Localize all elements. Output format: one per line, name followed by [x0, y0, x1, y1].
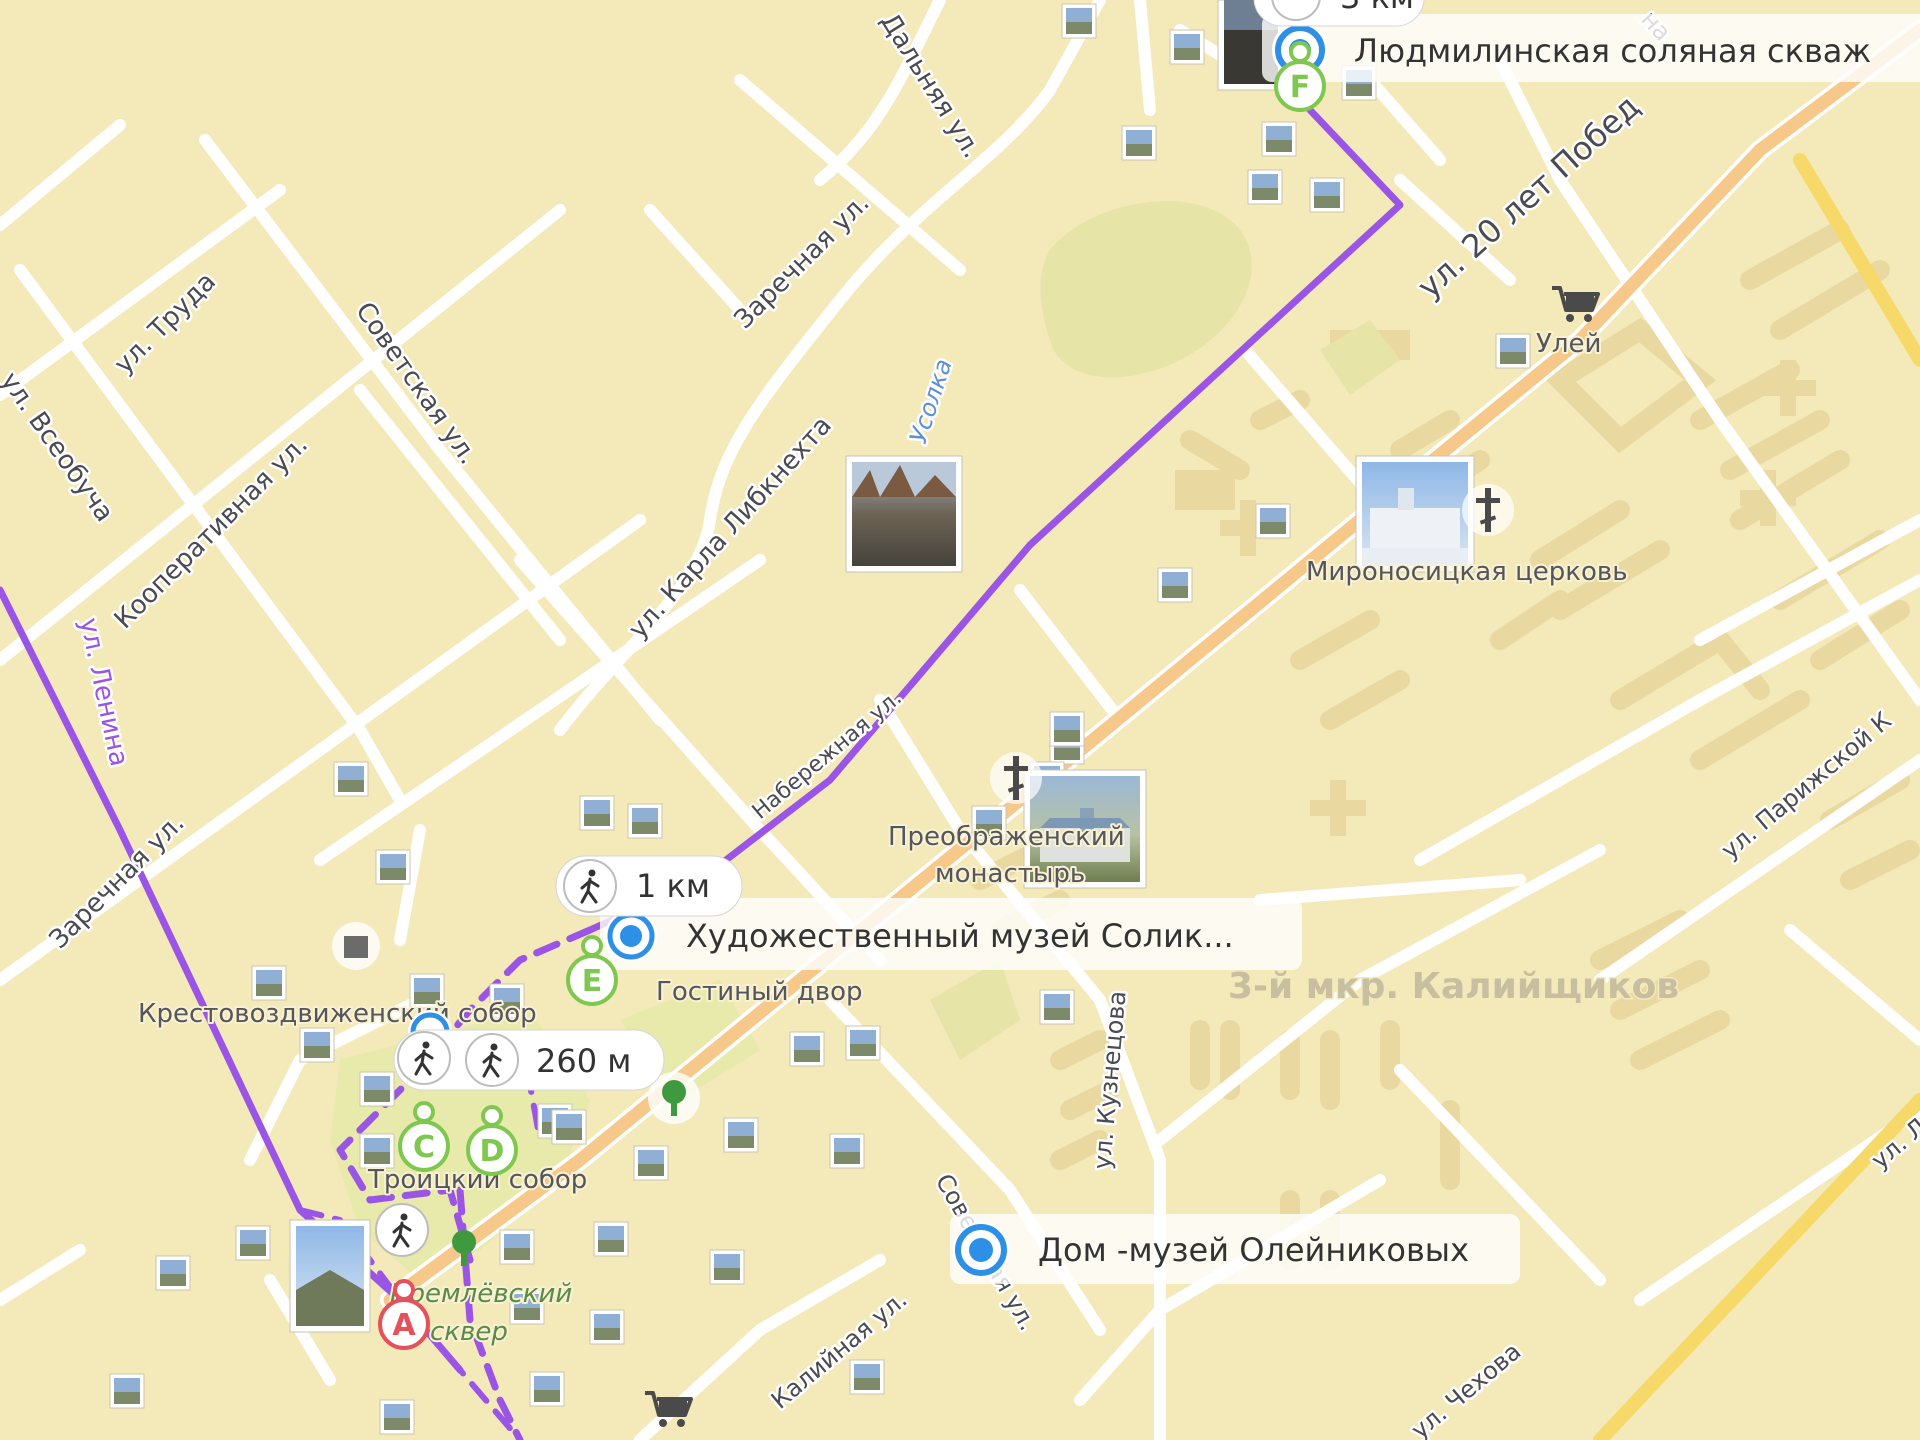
cross-shaped-buildings	[1175, 330, 1816, 836]
photo-thumbnail-icon[interactable]	[1247, 169, 1283, 205]
walk-segment-marker[interactable]	[375, 1203, 429, 1257]
photo-thumbnail-icon[interactable]	[109, 1373, 145, 1409]
photo-thumbnail-icon[interactable]	[845, 1025, 881, 1061]
waypoint-label-e: E	[582, 964, 603, 999]
photo-thumbnail-icon[interactable]	[1255, 503, 1291, 539]
poi-oleynikov-museum[interactable]: Дом -музей Олейниковых	[950, 1214, 1520, 1284]
big-photo-mironositskaya-church[interactable]	[1355, 455, 1475, 573]
waypoint-marker-e[interactable]: E	[566, 935, 618, 1006]
walk-segment-marker-top[interactable]	[1271, 0, 1321, 21]
walking-person-icon	[414, 1041, 434, 1076]
photo-thumbnail-icon[interactable]	[1169, 29, 1205, 65]
park-patch-2	[930, 960, 1020, 1060]
walking-person-icon	[482, 1043, 502, 1078]
orthodox-cross-icon[interactable]	[990, 752, 1042, 804]
photo-thumbnail-icon[interactable]	[789, 1031, 825, 1067]
photo-thumbnail-icon[interactable]	[509, 1289, 545, 1325]
photo-thumbnail-icon[interactable]	[359, 1071, 395, 1107]
poi-lyudmilinskaya[interactable]: Людмилинская соляная скваж	[1262, 14, 1920, 82]
photo-thumbnail-icon[interactable]	[849, 1359, 885, 1395]
waypoint-marker-d[interactable]: D	[466, 1105, 518, 1176]
photo-thumbnail-icon[interactable]	[593, 1221, 629, 1257]
district-label: 3-й мкр. Калийщиков	[1228, 966, 1679, 1007]
photo-thumbnail-icon[interactable]	[1061, 3, 1097, 39]
photo-thumbnail-icon[interactable]	[633, 1145, 669, 1181]
photo-thumbnail-icon[interactable]	[489, 983, 525, 1019]
distance-bubble-low[interactable]: 260 м	[393, 1029, 665, 1091]
photo-thumbnail-icon[interactable]	[235, 1225, 271, 1261]
park-tree-icon[interactable]	[452, 1230, 476, 1266]
photo-thumbnail-icon[interactable]	[1121, 125, 1157, 161]
distance-bubble-mid[interactable]: 1 км	[555, 855, 743, 917]
photo-thumbnail-icon[interactable]	[499, 1229, 535, 1265]
photo-thumbnail-icon[interactable]	[155, 1255, 191, 1291]
photo-thumbnail-icon[interactable]	[299, 1027, 335, 1063]
poi-oleynikov-museum-label: Дом -музей Олейниковых	[1038, 1231, 1469, 1269]
distance-label-mid: 1 км	[636, 867, 710, 905]
photo-thumbnail-icon[interactable]	[333, 761, 369, 797]
waypoint-label-d: D	[480, 1134, 505, 1169]
photo-thumbnail-icon[interactable]	[723, 1117, 759, 1153]
church-poi-icon[interactable]	[332, 922, 380, 970]
waypoint-marker-f[interactable]: F	[1274, 41, 1326, 112]
photo-thumbnail-icon[interactable]	[1049, 711, 1085, 747]
photo-thumbnail-icon[interactable]	[251, 965, 287, 1001]
poi-label-mironositskaya: Мироносицкая церковь	[1306, 557, 1628, 587]
photo-thumbnail-icon[interactable]	[1261, 121, 1297, 157]
photo-thumbnail-icon[interactable]	[829, 1133, 865, 1169]
poi-label-kremlin-2: сквер	[430, 1317, 508, 1347]
poi-label-krestovozdvizhensky: Крестовоздвиженский собор	[138, 999, 537, 1029]
walking-person-icon	[392, 1213, 412, 1248]
stadium-park	[1040, 201, 1252, 378]
waypoint-label-f: F	[1290, 70, 1311, 105]
poi-art-museum-label: Художественный музей Солик...	[686, 917, 1234, 955]
photo-thumbnail-icon[interactable]	[375, 849, 411, 885]
poi-label-gostiny-dvor: Гостиный двор	[656, 977, 863, 1007]
park-tree-icon[interactable]	[648, 1072, 700, 1124]
photo-thumbnail-icon[interactable]	[971, 805, 1007, 841]
waypoint-label-a: A	[392, 1308, 416, 1343]
poi-lyudmilinskaya-label: Людмилинская соляная скваж	[1354, 32, 1871, 70]
distance-label-top: 3 км	[1340, 0, 1414, 16]
square-park	[620, 980, 760, 1100]
walking-person-icon	[580, 869, 600, 904]
park-patch	[1320, 320, 1400, 395]
shopping-cart-icon[interactable]	[645, 1391, 693, 1427]
photo-thumbnail-icon[interactable]	[359, 1133, 395, 1169]
waypoint-marker-a[interactable]: A	[378, 1279, 430, 1350]
photo-thumbnail-icon[interactable]	[579, 795, 615, 831]
poi-art-museum[interactable]: Художественный музей Солик...	[600, 898, 1302, 970]
photo-thumbnail-icon[interactable]	[709, 1249, 745, 1285]
poi-label-preobrazhensky-1: Преображенский	[888, 822, 1125, 852]
photo-thumbnail-icon[interactable]	[1495, 333, 1531, 369]
photo-thumbnail-icon[interactable]	[1157, 567, 1193, 603]
yellow-avenue-2	[1593, 1093, 1920, 1440]
distance-label-low: 260 м	[536, 1042, 631, 1080]
photo-thumbnail-icon[interactable]	[1039, 989, 1075, 1025]
poi-labels: Улей Мироносицкая церковь Преображенский…	[136, 327, 1630, 1349]
waypoint-label-c: C	[413, 1130, 435, 1165]
shopping-cart-icon[interactable]	[1552, 286, 1600, 322]
photo-thumbnail-icon[interactable]	[1309, 177, 1345, 213]
big-photo-kremlin[interactable]	[289, 1219, 371, 1333]
yellow-avenue	[1793, 153, 1920, 367]
photo-thumbnail-icon[interactable]	[529, 1371, 565, 1407]
photo-thumbnail-icon[interactable]	[627, 803, 663, 839]
big-photo-pond[interactable]	[845, 455, 963, 573]
poi-label-uley: Улей	[1536, 329, 1601, 359]
waypoint-marker-c[interactable]: C	[398, 1101, 450, 1172]
orthodox-cross-icon[interactable]	[1462, 484, 1514, 536]
poi-label-preobrazhensky-2: монастырь	[935, 859, 1085, 889]
photo-thumbnail-icon[interactable]	[409, 973, 445, 1009]
photo-thumbnail-icon[interactable]	[589, 1309, 625, 1345]
big-photo-preobrazhensky-monastery[interactable]	[1023, 769, 1147, 889]
photo-thumbnail-icon[interactable]	[379, 1399, 415, 1435]
photo-thumbnail-icon[interactable]	[551, 1109, 587, 1145]
